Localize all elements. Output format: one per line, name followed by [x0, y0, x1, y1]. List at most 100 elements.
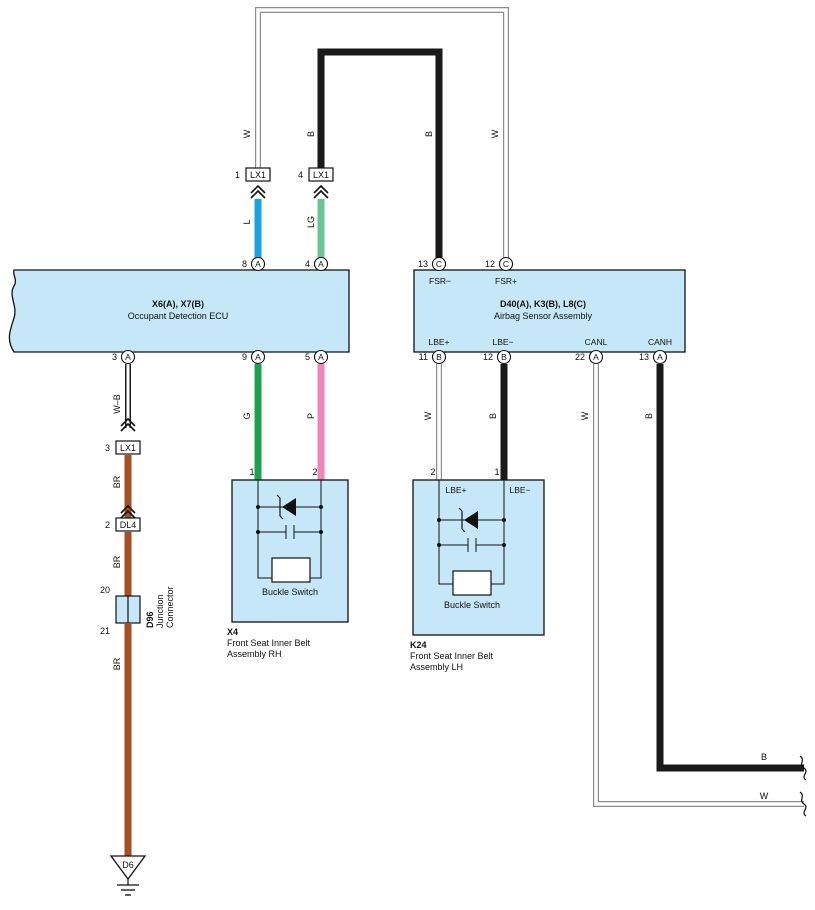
- svg-text:11: 11: [419, 352, 428, 362]
- svg-text:5: 5: [305, 352, 310, 362]
- svg-text:13: 13: [418, 259, 428, 269]
- wire-label-canl: W: [580, 411, 590, 420]
- buckle-lh-switch-label: Buckle Switch: [444, 600, 500, 610]
- wire-label-lg: LG: [306, 216, 316, 228]
- svg-text:1: 1: [235, 170, 240, 180]
- wire-label-w-b: W–B: [112, 394, 122, 414]
- airbag-term-canh: CANH: [648, 337, 672, 347]
- wire-label-p: P: [306, 413, 316, 419]
- svg-text:DL4: DL4: [120, 520, 137, 530]
- airbag-pin-13a: A 13: [639, 349, 668, 365]
- svg-text:A: A: [657, 352, 663, 362]
- svg-text:9: 9: [242, 352, 247, 362]
- occupant-detection-ecu: X6(A), X7(B) Occupant Detection ECU: [8, 269, 350, 353]
- airbag-term-fsr-minus: FSR−: [429, 276, 451, 286]
- wire-label-top-w-right: W: [490, 129, 500, 138]
- svg-text:2: 2: [312, 467, 317, 477]
- buckle-lh-term-lbe-plus: LBE+: [445, 485, 466, 495]
- wire-label-top-w-left: W: [242, 129, 252, 138]
- d96-junction-connector: 20 21 D96 Junction Connector: [100, 585, 175, 636]
- buckle-lh-name-1: Front Seat Inner Belt: [410, 651, 494, 661]
- svg-text:A: A: [318, 259, 324, 269]
- top-white-wire: [255, 7, 509, 258]
- svg-text:A: A: [318, 352, 324, 362]
- lx1-connector-4: LX1 4: [298, 167, 334, 199]
- airbag-pin-11b: B 11: [419, 349, 447, 365]
- wire-label-out-w: W: [760, 791, 769, 801]
- ecu-name: Occupant Detection ECU: [128, 311, 229, 321]
- svg-text:C: C: [503, 259, 509, 269]
- svg-text:1: 1: [494, 467, 499, 477]
- svg-text:B: B: [501, 352, 507, 362]
- ground-d6: D6: [109, 855, 147, 896]
- break-mark-b: [799, 755, 807, 781]
- airbag-pin-12b: B 12: [483, 349, 512, 365]
- airbag-code: D40(A), K3(B), L8(C): [500, 299, 586, 309]
- wire-canh: [656, 364, 804, 772]
- svg-text:LX1: LX1: [313, 170, 329, 180]
- svg-text:4: 4: [298, 170, 303, 180]
- svg-text:C: C: [436, 259, 442, 269]
- svg-text:B: B: [436, 352, 442, 362]
- airbag-term-lbe-plus: LBE+: [428, 337, 449, 347]
- airbag-sensor-assembly: D40(A), K3(B), L8(C) Airbag Sensor Assem…: [413, 269, 686, 353]
- buckle-switch-lh: 2 1 LBE+ LBE− Buckle Switch K24 Front Se…: [410, 467, 545, 672]
- svg-text:8: 8: [242, 259, 247, 269]
- svg-text:Connector: Connector: [165, 586, 175, 628]
- wire-label-top-b-left: B: [306, 131, 316, 137]
- svg-text:1: 1: [249, 467, 254, 477]
- ecu-pin-9: A 9: [242, 349, 266, 365]
- airbag-term-canl: CANL: [585, 337, 608, 347]
- svg-text:A: A: [255, 352, 261, 362]
- svg-text:A: A: [125, 352, 131, 362]
- svg-text:3: 3: [105, 443, 110, 453]
- wire-label-top-b-right: B: [424, 131, 434, 137]
- buckle-rh-name-1: Front Seat Inner Belt: [227, 638, 311, 648]
- dl4-connector: DL4 2: [105, 504, 141, 532]
- lx1-connector-3: LX1 3: [105, 417, 141, 455]
- ecu-pin-8: A 8: [242, 256, 266, 272]
- svg-text:D6: D6: [122, 860, 134, 870]
- svg-text:20: 20: [100, 585, 110, 595]
- airbag-pin-13c: C 13: [418, 256, 447, 272]
- buckle-lh-name-2: Assembly LH: [410, 662, 463, 672]
- airbag-pin-12c: C 12: [485, 256, 514, 272]
- airbag-name: Airbag Sensor Assembly: [494, 311, 593, 321]
- airbag-pin-22a: A 22: [575, 349, 604, 365]
- wire-label-canh: B: [644, 413, 654, 419]
- buckle-lh-code: K24: [410, 640, 427, 650]
- svg-text:LX1: LX1: [120, 443, 136, 453]
- svg-text:12: 12: [485, 259, 495, 269]
- buckle-switch-rh: 1 2 Buckle Switch X4 Front Seat Inner Be…: [227, 467, 349, 659]
- ecu-pin-3: A 3: [112, 349, 136, 365]
- airbag-term-fsr-plus: FSR+: [495, 276, 517, 286]
- lx1-connector-1: LX1 1: [235, 167, 271, 199]
- svg-text:12: 12: [483, 352, 493, 362]
- buckle-lh-term-lbe-minus: LBE−: [509, 485, 530, 495]
- svg-text:3: 3: [112, 352, 117, 362]
- wire-label-l: L: [242, 219, 252, 224]
- top-black-wire: [317, 48, 443, 258]
- ecu-code: X6(A), X7(B): [152, 299, 204, 309]
- svg-text:2: 2: [105, 520, 110, 530]
- svg-text:A: A: [593, 352, 599, 362]
- break-mark-w: [799, 791, 807, 817]
- ecu-pin-5: A 5: [305, 349, 329, 365]
- wire-canl: [593, 364, 804, 807]
- buckle-rh-name-2: Assembly RH: [227, 649, 282, 659]
- svg-text:A: A: [255, 259, 261, 269]
- svg-text:D96: D96: [145, 611, 155, 628]
- wire-label-br-2: BR: [112, 555, 122, 568]
- wire-label-g: G: [242, 412, 252, 419]
- svg-text:Junction: Junction: [155, 594, 165, 628]
- buckle-rh-code: X4: [227, 627, 238, 637]
- ecu-pin-4: A 4: [305, 256, 329, 272]
- wire-label-airbag-w: W: [423, 411, 433, 420]
- svg-text:21: 21: [100, 626, 110, 636]
- svg-text:22: 22: [575, 352, 585, 362]
- svg-text:LX1: LX1: [250, 170, 266, 180]
- airbag-term-lbe-minus: LBE−: [492, 337, 513, 347]
- wire-label-out-b: B: [761, 752, 767, 762]
- buckle-rh-switch-label: Buckle Switch: [262, 587, 318, 597]
